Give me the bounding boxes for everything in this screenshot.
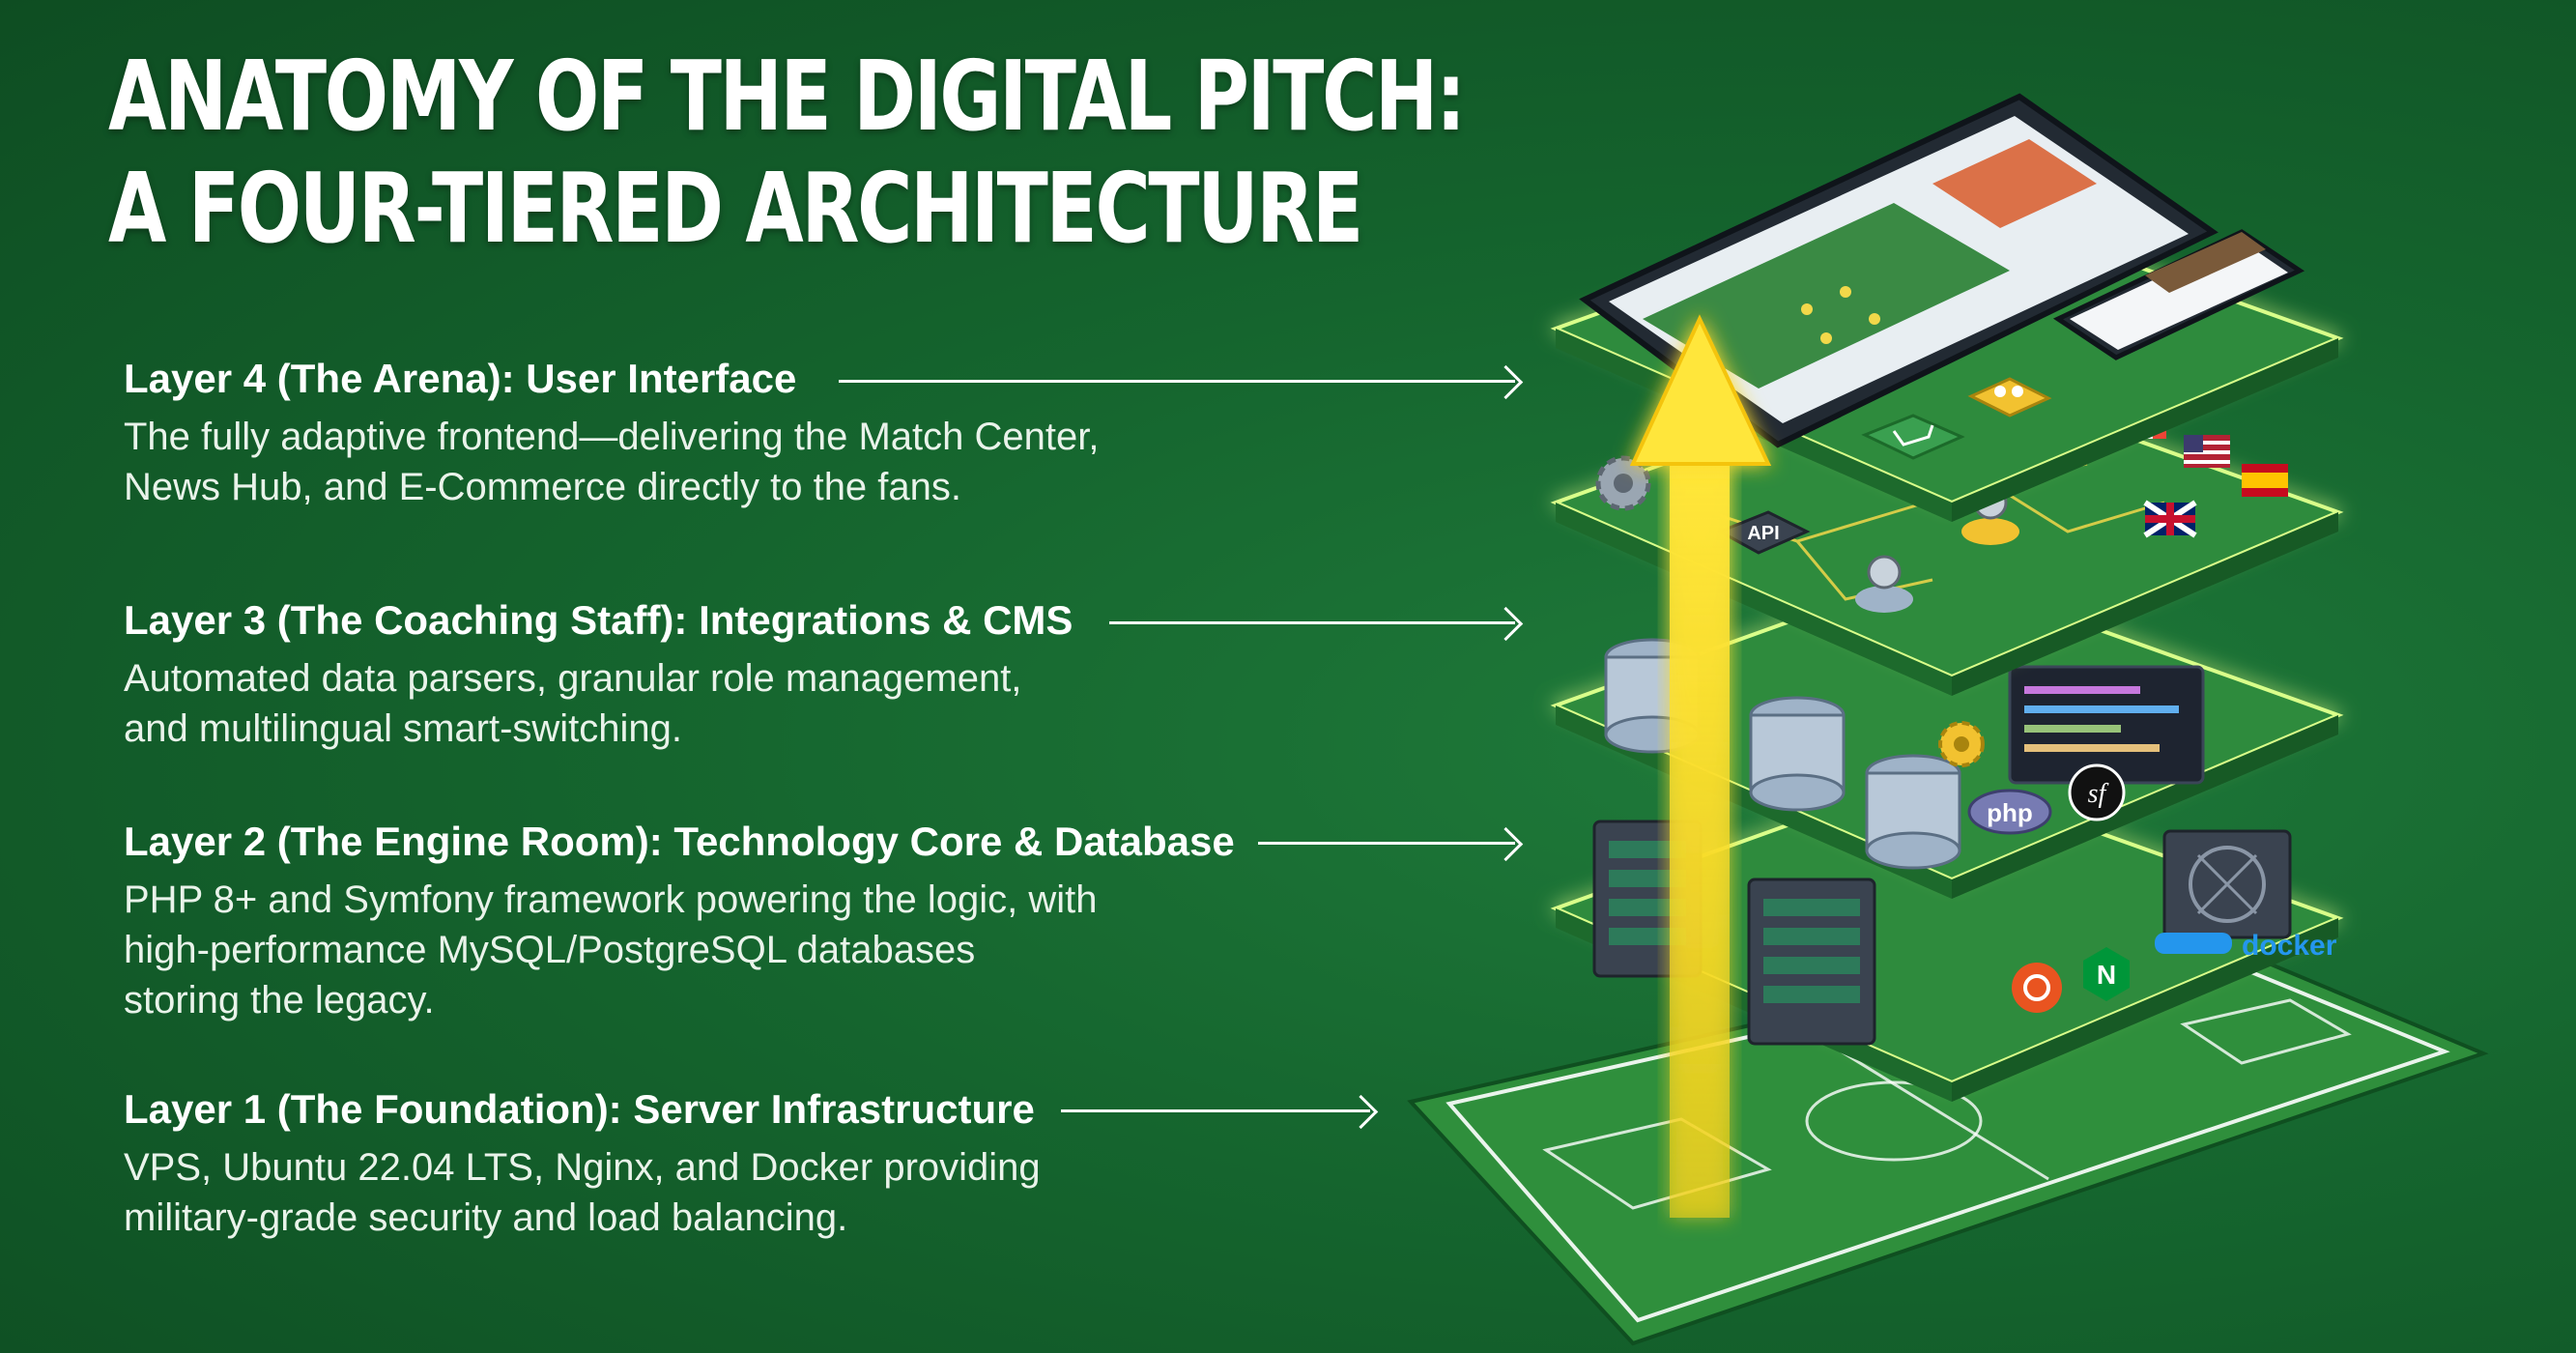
users-icon [1967, 377, 2052, 417]
layer-2-desc-line: high-performance MySQL/PostgreSQL databa… [124, 929, 976, 971]
layer-4-desc-line: The fully adaptive frontend—delivering t… [124, 416, 1100, 458]
title-line-2: A FOUR-TIERED ARCHITECTURE [108, 152, 1363, 265]
cart-icon [1861, 414, 1965, 460]
layer-1-desc-line: VPS, Ubuntu 22.04 LTS, Nginx, and Docker… [124, 1146, 1041, 1189]
layer-3-pointer-arrow [1109, 621, 1515, 624]
layer-2-block: Layer 2 (The Engine Room): Technology Co… [124, 817, 1525, 1025]
server-icon [2162, 829, 2292, 939]
layer-3-desc-line: Automated data parsers, granular role ma… [124, 657, 1022, 700]
layer-4-heading: Layer 4 (The Arena): User Interface [124, 356, 797, 401]
layer-1-pointer-arrow [1061, 1109, 1370, 1112]
layer-4-platform [1550, 93, 2344, 522]
layer-4-description: The fully adaptive frontend—delivering t… [124, 412, 1525, 512]
nginx-badge: N [2097, 960, 2116, 990]
layer-3-desc-line: and multilingual smart-switching. [124, 707, 683, 750]
ubuntu-icon [2012, 963, 2062, 1013]
upward-arrow-icon [1629, 314, 1772, 1218]
layer-4-desc-line: News Hub, and E-Commerce directly to the… [124, 466, 962, 508]
api-node: API [1716, 510, 1811, 555]
database-icon [1865, 754, 1961, 870]
code-window-icon [2008, 665, 2205, 785]
page-title: ANATOMY OF THE DIGITAL PITCH: A FOUR-TIE… [108, 40, 1466, 265]
layer-2-desc-line: PHP 8+ and Symfony framework powering th… [124, 878, 1098, 921]
layer-3-heading: Layer 3 (The Coaching Staff): Integratio… [124, 597, 1073, 643]
user-node-icon [1855, 555, 1913, 613]
flag-uk-icon [2143, 500, 2197, 538]
docker-icon: docker [2155, 930, 2337, 962]
tablet-icon [1579, 93, 2218, 448]
layer-1-block: Layer 1 (The Foundation): Server Infrast… [124, 1084, 1525, 1243]
docker-badge: docker [2242, 930, 2337, 962]
api-badge: API [1747, 523, 1779, 544]
php-icon: php [1967, 789, 2052, 835]
layer-4-pointer-arrow [839, 380, 1515, 383]
layer-1-description: VPS, Ubuntu 22.04 LTS, Nginx, and Docker… [124, 1142, 1525, 1243]
layer-1-heading: Layer 1 (The Foundation): Server Infrast… [124, 1086, 1035, 1132]
nginx-icon: N [2083, 947, 2130, 1001]
gear-icon [1595, 455, 1651, 511]
layer-4-block: Layer 4 (The Arena): User Interface The … [124, 354, 1525, 512]
flag-us-icon [2184, 435, 2230, 468]
gear-icon [1938, 721, 1985, 767]
title-line-1: ANATOMY OF THE DIGITAL PITCH: [108, 40, 1466, 153]
layer-2-description: PHP 8+ and Symfony framework powering th… [124, 875, 1525, 1025]
layer-2-desc-line: storing the legacy. [124, 979, 435, 1022]
flag-es-icon [2242, 464, 2288, 497]
php-badge: php [1987, 798, 2033, 827]
layer-2-platform: php sf [1550, 567, 2344, 899]
server-icon [1747, 878, 1876, 1046]
architecture-illustration: N docker [1407, 93, 2489, 1346]
symfony-icon: sf [2068, 763, 2126, 821]
layer-3-block: Layer 3 (The Coaching Staff): Integratio… [124, 595, 1525, 754]
layer-3-description: Automated data parsers, granular role ma… [124, 653, 1525, 754]
layer-2-heading: Layer 2 (The Engine Room): Technology Co… [124, 819, 1235, 864]
phone-icon [2052, 229, 2305, 360]
database-icon [1749, 696, 1846, 812]
layer-1-desc-line: military-grade security and load balanci… [124, 1196, 848, 1239]
symfony-badge: sf [2088, 779, 2109, 809]
layer-2-pointer-arrow [1258, 842, 1515, 845]
